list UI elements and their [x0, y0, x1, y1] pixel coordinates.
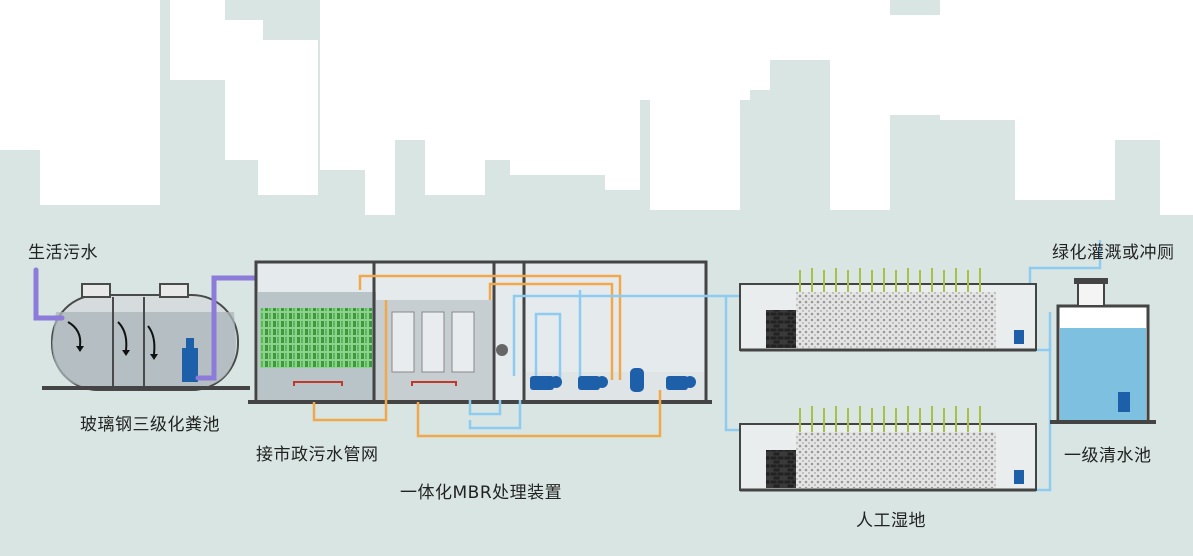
- pumps: [530, 368, 696, 392]
- label-mbr-unit: 一体化MBR处理装置: [400, 483, 563, 503]
- septic-tank: [51, 283, 239, 391]
- label-clear-pool: 一级清水池: [1064, 446, 1152, 466]
- wetland-upper: [739, 268, 1037, 352]
- clear-water-pool: [1056, 278, 1150, 424]
- label-wetland: 人工湿地: [856, 511, 926, 531]
- label-septic-tank: 玻璃钢三级化粪池: [80, 415, 220, 435]
- city-skyline: [0, 0, 1193, 215]
- wetland-lower: [739, 406, 1037, 492]
- label-municipal-sewer: 接市政污水管网: [256, 445, 379, 465]
- aeration-pipes: [312, 274, 662, 438]
- label-reuse: 绿化灌溉或冲厕: [1052, 243, 1175, 263]
- label-sewage: 生活污水: [28, 243, 98, 263]
